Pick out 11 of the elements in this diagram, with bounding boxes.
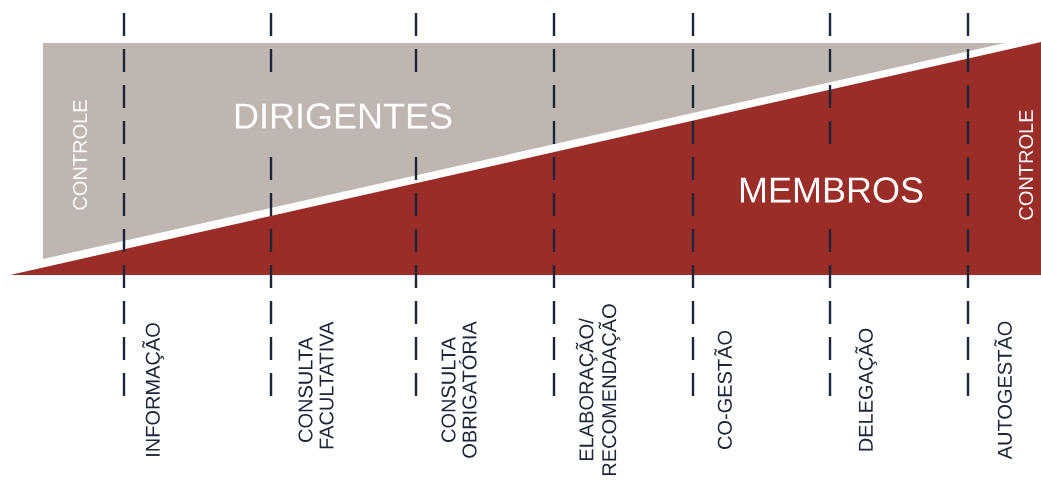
- band-label: MEMBROS: [740, 177, 923, 203]
- band-label: CONTROLE: [72, 100, 88, 210]
- stage-label: CONSULTA OBRIGATÓRIA: [441, 321, 477, 458]
- stage-label: CO-GESTÃO: [714, 330, 732, 449]
- stage-label: INFORMAÇÃO: [142, 323, 164, 456]
- band-label: DIRIGENTES: [235, 103, 452, 129]
- stage-label: CONSULTA FACULTATIVA: [298, 321, 334, 449]
- stage-label: ELABORAÇÃO/ RECOMENDAÇÃO: [575, 304, 621, 476]
- stage-label: DELEGAÇÃO: [855, 328, 877, 451]
- band-label: CONTROLE: [1018, 110, 1034, 220]
- stage-label: AUTOGESTÃO: [994, 321, 1012, 460]
